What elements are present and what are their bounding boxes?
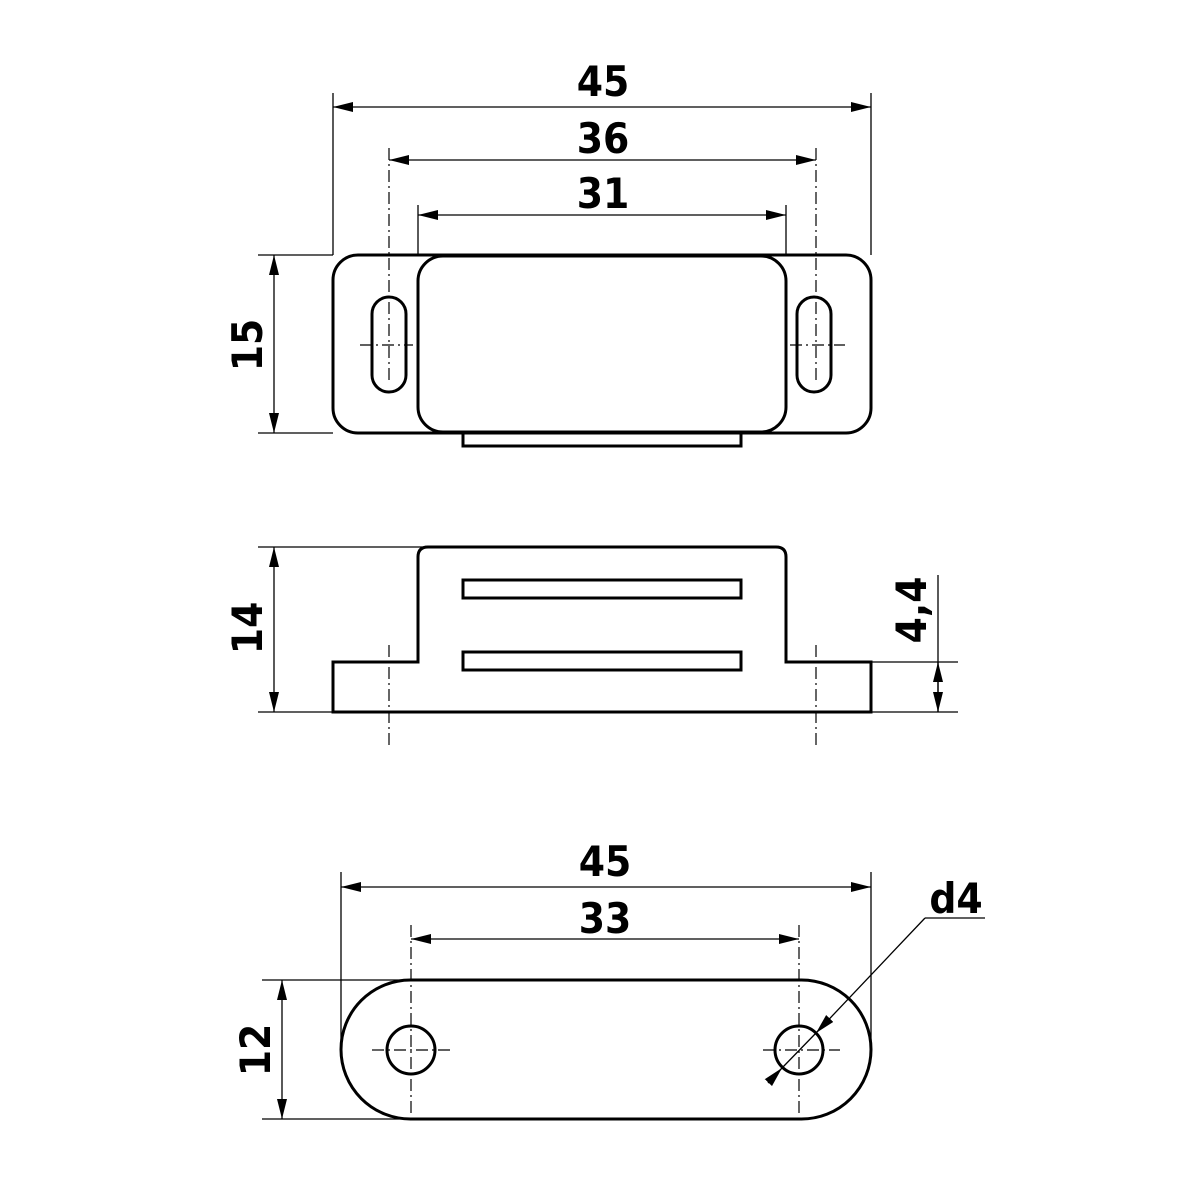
dim-overall-width: 45 xyxy=(577,57,630,106)
dim-body-width: 31 xyxy=(577,169,630,218)
side-view: 14 4,4 xyxy=(223,545,958,745)
side-profile-outline xyxy=(331,545,873,714)
dim-plate-height: 12 xyxy=(231,1024,280,1077)
counter-plate-view: 45 33 12 d4 xyxy=(231,837,985,1121)
dim-plate-width: 45 xyxy=(579,837,632,886)
lower-magnet-slot xyxy=(461,650,743,672)
dim-side-height: 14 xyxy=(223,602,272,655)
top-view: 45 36 31 15 xyxy=(223,57,873,448)
upper-magnet-slot xyxy=(461,578,743,600)
bottom-tab xyxy=(461,431,743,448)
dim-slot-spacing: 36 xyxy=(577,114,630,163)
dim-hole-spacing: 33 xyxy=(579,894,632,943)
dim-height: 15 xyxy=(223,319,272,372)
dim-hole-diameter: d4 xyxy=(929,874,982,923)
base-plate-outline xyxy=(331,253,873,435)
magnet-body-outline xyxy=(416,254,788,434)
dim-base-thickness: 4,4 xyxy=(887,577,936,644)
diameter-leader xyxy=(815,917,926,1034)
